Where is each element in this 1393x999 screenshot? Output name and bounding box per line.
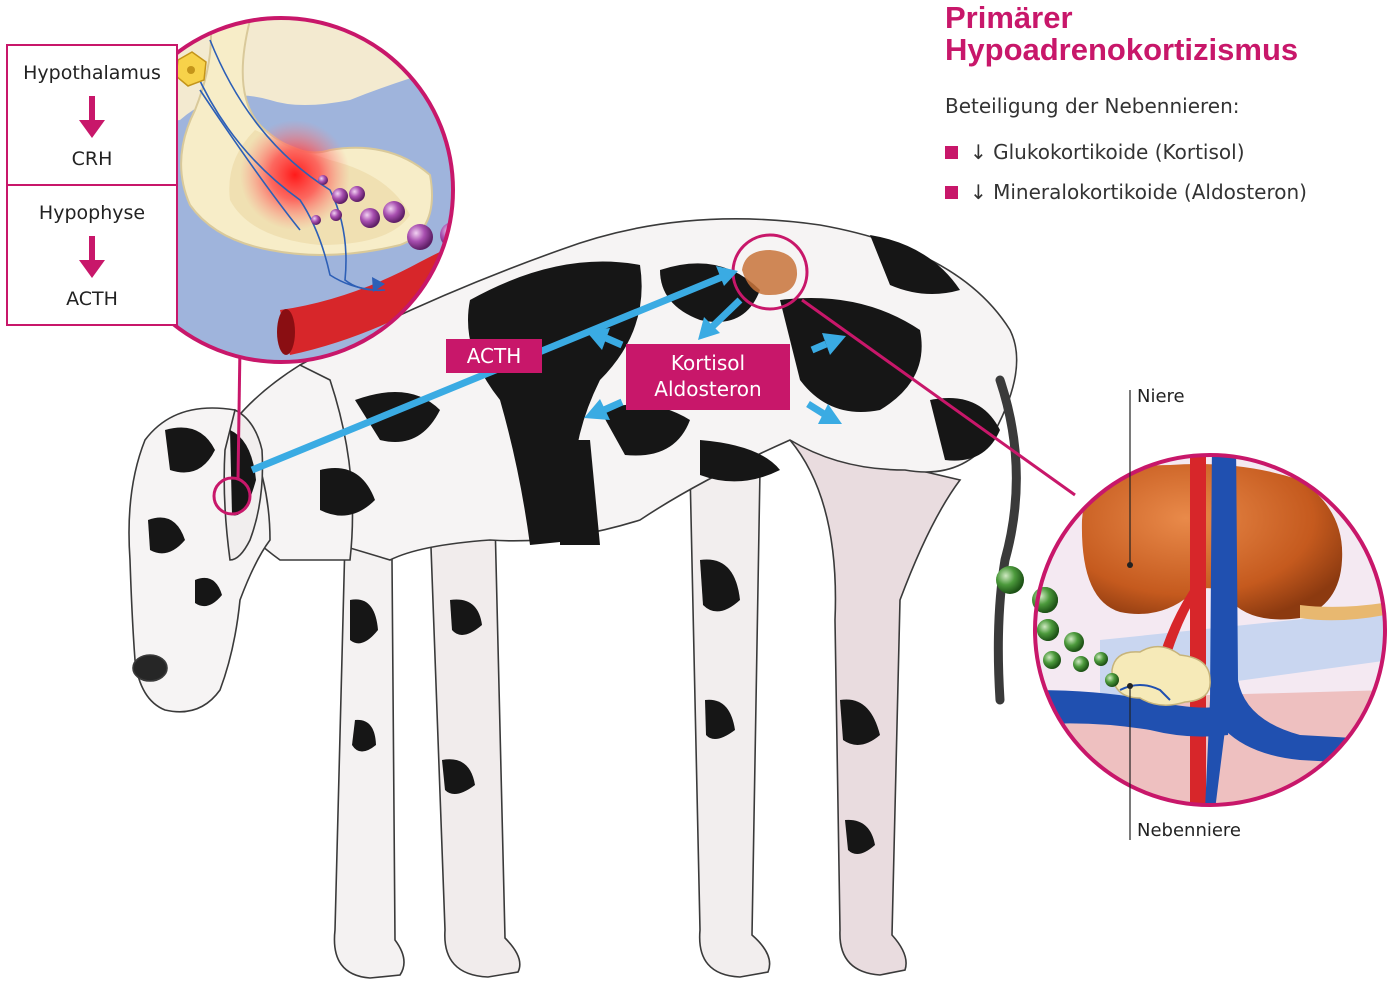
crh-label: CRH bbox=[8, 148, 176, 170]
dog-nose bbox=[133, 655, 167, 681]
bullet-square-icon bbox=[945, 186, 958, 199]
dog-tail bbox=[998, 380, 1016, 700]
front-leg-right bbox=[430, 520, 520, 977]
adrenal-inset bbox=[996, 390, 1390, 840]
kortisol-label: Kortisol bbox=[626, 350, 790, 376]
arrow-down-icon bbox=[79, 96, 105, 140]
bullet-square-icon bbox=[945, 146, 958, 159]
bullet-text: ↓ Mineralokortikoide (Aldosteron) bbox=[970, 180, 1307, 204]
bullet-item: ↓ Mineralokortikoide (Aldosteron) bbox=[945, 172, 1307, 212]
bullet-text: ↓ Glukokortikoide (Kortisol) bbox=[970, 140, 1245, 164]
nebenniere-label: Nebenniere bbox=[1137, 820, 1241, 841]
arrow-down-icon bbox=[79, 236, 105, 280]
subtitle: Beteiligung der Nebennieren: bbox=[945, 94, 1240, 118]
page-title: Primärer Hypoadrenokortizismus bbox=[945, 2, 1298, 66]
hypothalamus-label: Hypothalamus bbox=[8, 62, 176, 84]
hypothalamus-box: Hypothalamus CRH bbox=[6, 44, 178, 186]
aldosteron-label: Aldosteron bbox=[626, 376, 790, 402]
bullet-list: ↓ Glukokortikoide (Kortisol) ↓ Mineralok… bbox=[945, 132, 1307, 212]
hypophyse-box: Hypophyse ACTH bbox=[6, 184, 178, 326]
hormone-tag: Kortisol Aldosteron bbox=[626, 344, 790, 410]
acth-flow-label: ACTH bbox=[8, 288, 176, 310]
niere-label: Niere bbox=[1137, 386, 1185, 407]
acth-tag: ACTH bbox=[446, 339, 542, 373]
bullet-item: ↓ Glukokortikoide (Kortisol) bbox=[945, 132, 1307, 172]
connector-head bbox=[238, 345, 240, 480]
hind-leg-right bbox=[790, 440, 960, 975]
title-line-1: Primärer bbox=[945, 0, 1073, 35]
hypophyse-label: Hypophyse bbox=[8, 202, 176, 224]
title-line-2: Hypoadrenokortizismus bbox=[945, 32, 1298, 67]
artery bbox=[1190, 440, 1206, 810]
